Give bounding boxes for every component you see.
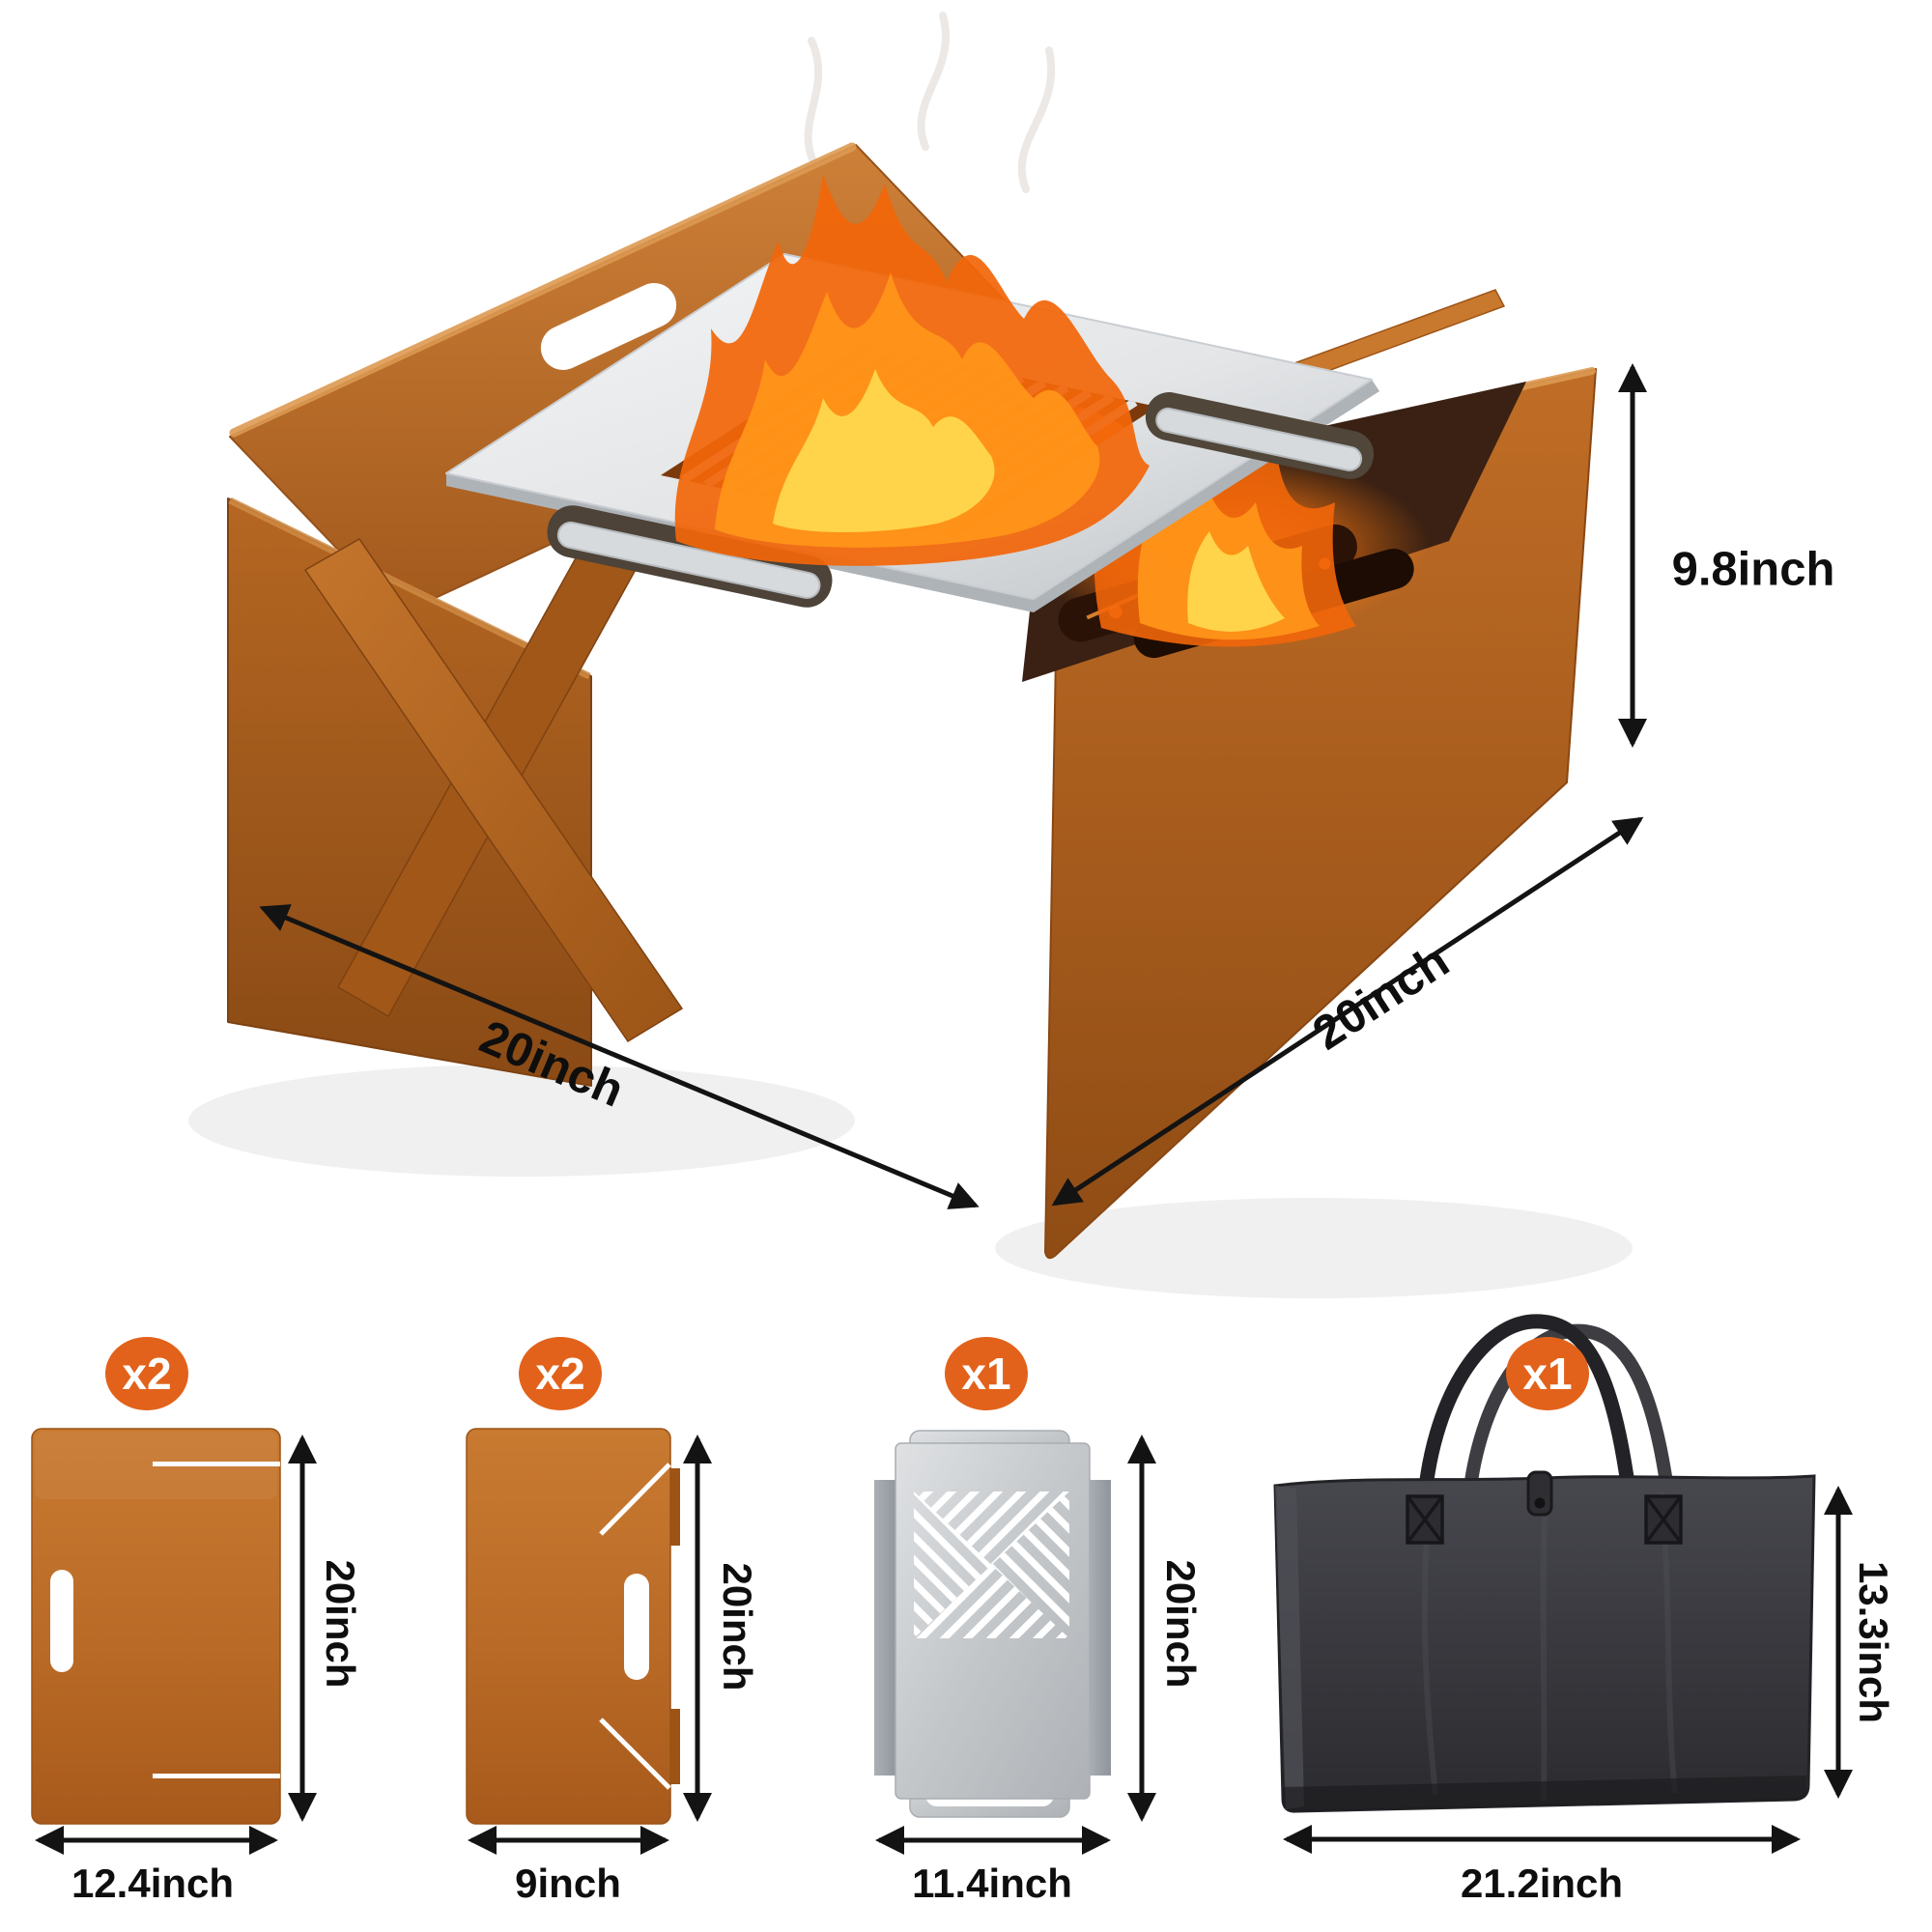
panel-slot-bottom: [153, 1774, 280, 1778]
horizontal-dimension-label: 9inch: [515, 1861, 621, 1906]
grill-grate-illustration: [874, 1430, 1156, 1855]
grate-side-flange-left: [874, 1480, 897, 1776]
grate-side-flange-right: [1088, 1480, 1111, 1776]
bag-body: [1273, 1474, 1816, 1813]
plate-handle-right: [1145, 392, 1375, 479]
vertical-dimension-label: 20inch: [318, 1559, 363, 1689]
quantity-badge: x1: [945, 1337, 1028, 1410]
ground-shadow: [188, 1065, 1633, 1298]
vertical-dimension-label: 13.3inch: [1851, 1560, 1896, 1724]
panel-tab-top: [670, 1468, 680, 1546]
quantity-badge: x1: [1506, 1337, 1589, 1410]
bag-button-flap: [1526, 1470, 1553, 1517]
panel-handle-cutout: [50, 1570, 73, 1672]
side-panel-wide-illustration: [31, 1428, 317, 1855]
smoke: [804, 12, 1056, 193]
panel-handle-cutout: [624, 1574, 649, 1680]
flames: [674, 174, 1150, 566]
side-panel-narrow-illustration: [466, 1428, 712, 1855]
horizontal-dimension-label: 12.4inch: [71, 1861, 235, 1906]
horizontal-dimension-label: 11.4inch: [912, 1861, 1072, 1906]
bag-handle-front: [1416, 1314, 1638, 1515]
horizontal-dimension-label: 21.2inch: [1460, 1861, 1624, 1906]
vertical-dimension-label: 20inch: [1158, 1559, 1204, 1689]
plate-handle-left: [547, 505, 833, 608]
grate-pinwheel-pattern: [914, 1492, 1069, 1638]
quantity-badge: x2: [105, 1337, 188, 1410]
bag-stitch-patches: [1406, 1494, 1683, 1545]
dimension-arrow-width: [259, 904, 980, 1209]
carry-bag-illustration: [1273, 1314, 1853, 1854]
panel-slot-top: [153, 1462, 280, 1466]
panel-tab-bottom: [670, 1709, 680, 1784]
fire-pit-illustration: [188, 12, 1647, 1298]
panel-diagonal-slot-top: [599, 1463, 671, 1536]
back-panel-handle-cutout: [540, 283, 677, 370]
vertical-dimension-label: 20inch: [715, 1562, 760, 1691]
dimension-arrow-depth: [1051, 816, 1644, 1207]
quantity-badge: x2: [519, 1337, 602, 1410]
height-dimension-label: 9.8inch: [1671, 543, 1835, 596]
panel-diagonal-slot-bottom: [599, 1718, 671, 1790]
